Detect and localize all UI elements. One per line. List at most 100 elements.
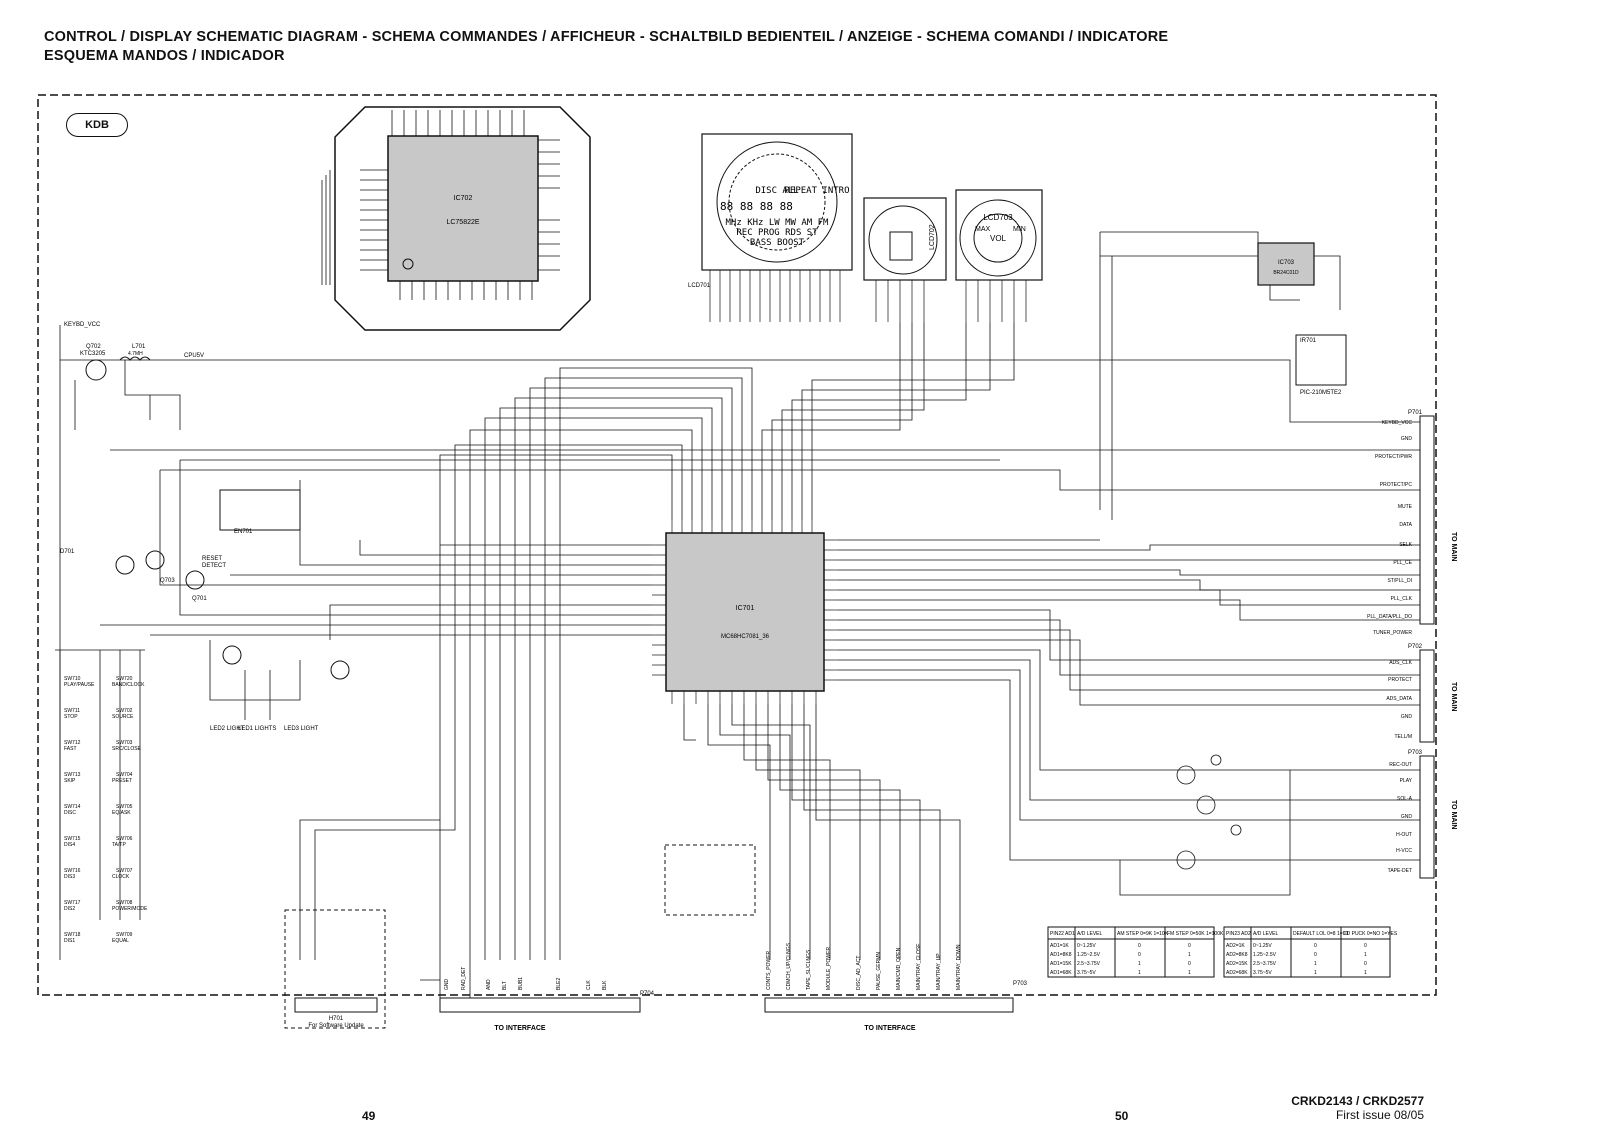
svg-text:0: 0 — [1314, 952, 1317, 958]
svg-text:MUTE: MUTE — [1398, 504, 1413, 510]
svg-text:GND: GND — [1401, 714, 1413, 720]
detect-label: DETECT — [202, 563, 226, 569]
ic702-pins — [360, 110, 560, 300]
svg-text:A/D LEVEL: A/D LEVEL — [1253, 931, 1279, 937]
svg-text:1: 1 — [1138, 961, 1141, 967]
sw704-ref: SW704 — [116, 772, 133, 778]
board-outline — [37, 94, 1437, 996]
p703-right-pins: REC-OUT PLAY SOL-A GND H-OUT H-VCC TAPE-… — [1388, 762, 1413, 874]
ad-resistor-region — [664, 844, 756, 916]
h701-connector — [294, 997, 378, 1013]
q702-part: KTC3205 — [80, 351, 106, 357]
en701-box — [219, 489, 301, 531]
sw702-label: SOURCE — [112, 714, 134, 720]
svg-text:0~1.25V: 0~1.25V — [1077, 943, 1096, 949]
p702-ref: P702 — [1408, 644, 1423, 650]
sw717-ref: SW717 — [64, 900, 81, 906]
svg-text:MAIN/TRAY_UP: MAIN/TRAY_UP — [936, 953, 942, 990]
sw716-ref: SW716 — [64, 868, 81, 874]
svg-text:0: 0 — [1138, 943, 1141, 949]
svg-text:GND: GND — [1401, 436, 1413, 442]
sw718-ref: SW718 — [64, 932, 81, 938]
q703-ref: Q703 — [160, 578, 175, 584]
lcd701-seg-4: REC PROG RDS ST — [736, 228, 818, 238]
sw712-ref: SW712 — [64, 740, 81, 746]
sw707-label: CLOCK — [112, 874, 130, 880]
sw708-ref: SW708 — [116, 900, 133, 906]
sw705-label: EQ/ASK — [112, 810, 131, 816]
svg-text:1.25~2.5V: 1.25~2.5V — [1253, 952, 1277, 958]
ic701-top-bus — [299, 322, 1015, 960]
lcd701-seg-1: DISC ALL — [755, 186, 798, 196]
sw720-ref: SW720 — [116, 676, 133, 682]
sw714-label: DISC — [64, 810, 76, 816]
sw706-ref: SW706 — [116, 836, 133, 842]
svg-text:0: 0 — [1188, 961, 1191, 967]
svg-text:BLT: BLT — [502, 981, 508, 990]
model-number: CRKD2143 / CRKD2577 — [1291, 1094, 1424, 1108]
p703-right-to: TO MAIN — [1450, 800, 1457, 829]
lcd701-seg-3: MHz KHz LW MW AM FM — [726, 218, 830, 228]
svg-text:0: 0 — [1138, 952, 1141, 958]
svg-text:FM STEP 0=50K 1=100K: FM STEP 0=50K 1=100K — [1167, 931, 1224, 937]
ic701-pins — [652, 520, 838, 704]
led1-label: LED1 LIGHTS — [238, 726, 276, 732]
svg-text:PROTECT: PROTECT — [1388, 677, 1412, 683]
p702-to: TO MAIN — [1450, 682, 1457, 711]
svg-text:TAPE-DET: TAPE-DET — [1388, 868, 1412, 874]
lcd703-ref: LCD703 — [983, 213, 1013, 222]
sw713-label: SKIP — [64, 778, 76, 784]
lcd701-pins — [709, 270, 841, 322]
svg-text:BLK: BLK — [602, 980, 608, 990]
sw714-ref: SW714 — [64, 804, 81, 810]
svg-text:ADS_DATA: ADS_DATA — [1386, 696, 1412, 702]
ic703-part: BR24C01D — [1273, 270, 1299, 276]
p703-bottom-to: TO INTERFACE — [864, 1025, 916, 1032]
svg-text:CD PUCK 0=NO 1=YES: CD PUCK 0=NO 1=YES — [1343, 931, 1398, 937]
switch-labels: SW710 PLAY/PAUSE SW711 STOP SW712 FAST S… — [64, 676, 148, 944]
svg-text:SOL-A: SOL-A — [1397, 796, 1413, 802]
svg-text:0: 0 — [1364, 943, 1367, 949]
svg-text:AD1=68K: AD1=68K — [1050, 970, 1072, 976]
svg-text:0: 0 — [1314, 943, 1317, 949]
svg-text:3.75~5V: 3.75~5V — [1077, 970, 1096, 976]
svg-text:SELK: SELK — [1399, 542, 1412, 548]
ic701-right-bus — [838, 539, 1420, 861]
sw718-label: DIS1 — [64, 938, 75, 944]
svg-text:MODULE_POWER: MODULE_POWER — [826, 947, 832, 990]
svg-text:1: 1 — [1364, 952, 1367, 958]
ic702-name: IC702 — [454, 195, 473, 202]
svg-text:AM STEP 0=9K 1=10K: AM STEP 0=9K 1=10K — [1117, 931, 1169, 937]
svg-text:PLL_CE: PLL_CE — [1393, 560, 1412, 566]
svg-text:MAIN/CMD_OPEN: MAIN/CMD_OPEN — [896, 947, 902, 990]
page-number-right: 50 — [1115, 1109, 1129, 1123]
svg-text:H-OUT: H-OUT — [1396, 832, 1412, 838]
ic701-name: IC701 — [736, 605, 755, 612]
lcd701-seg-5: BASS BOOST — [750, 238, 805, 248]
sw704-label: PRESET — [112, 778, 132, 784]
page-title: CONTROL / DISPLAY SCHEMATIC DIAGRAM - SC… — [44, 29, 1169, 45]
ic703-name: IC703 — [1278, 260, 1295, 266]
ic701-bottom-bus — [683, 704, 961, 960]
svg-text:CONTS_POWER: CONTS_POWER — [766, 950, 772, 990]
svg-text:DEFAULT LOL 0=8 1=10: DEFAULT LOL 0=8 1=10 — [1293, 931, 1348, 937]
footer-block: CRKD2143 / CRKD2577 First issue 08/05 — [1291, 1094, 1424, 1122]
sw703-ref: SW703 — [116, 740, 133, 746]
en701-ref: EN701 — [234, 529, 253, 535]
svg-text:AND: AND — [486, 979, 492, 990]
svg-text:BLE2: BLE2 — [556, 978, 562, 990]
issue-date: First issue 08/05 — [1335, 1108, 1424, 1122]
svg-text:CDMCH_UP/CLNGS: CDMCH_UP/CLNGS — [786, 942, 792, 990]
ir701-part: PIC-210M5TE2 — [1300, 390, 1342, 396]
p701-pins: KEYBD_VCC GND PROTECT/PWR PROTECT/PC MUT… — [1367, 420, 1413, 636]
svg-text:AD2=15K: AD2=15K — [1226, 961, 1248, 967]
svg-text:BUB1: BUB1 — [518, 977, 524, 990]
lcd701-ref: LCD701 — [688, 283, 711, 289]
sw706-label: TA/TP — [112, 842, 126, 848]
lcd701-panel — [701, 133, 853, 271]
page-subtitle: ESQUEMA MANDOS / INDICADOR — [44, 48, 285, 64]
sw717-label: DIS2 — [64, 906, 75, 912]
lcd702-ref: LCD702 — [929, 224, 936, 250]
svg-text:DATA: DATA — [1399, 522, 1412, 528]
